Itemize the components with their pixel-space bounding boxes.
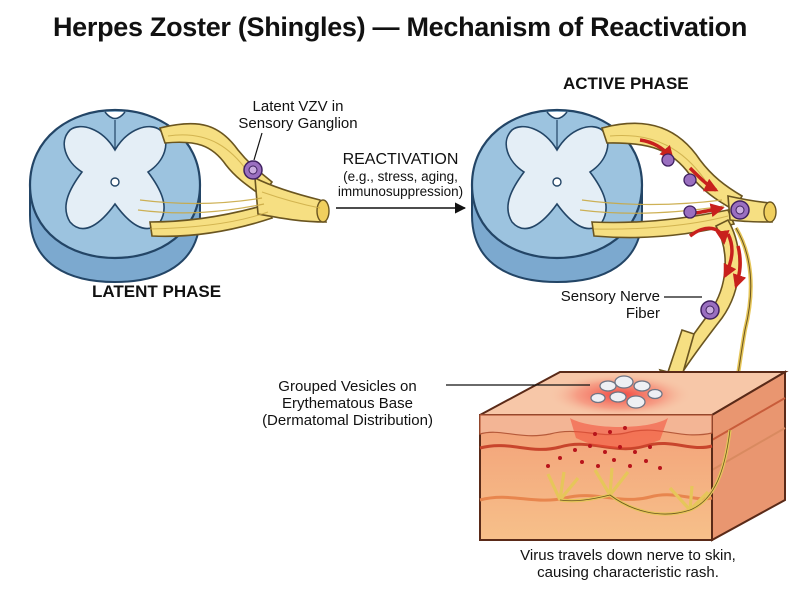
inflammation-dots	[546, 426, 662, 470]
latent-nerve-end	[316, 199, 330, 223]
latent-vzv-pointer	[253, 132, 263, 161]
active-nerve-end	[763, 201, 777, 223]
vesicles-label-line: Erythematous Base	[282, 395, 413, 412]
reactivation-causes: (e.g., stress, aging,	[343, 169, 458, 184]
virus-icon	[683, 173, 697, 187]
rash-inflammation	[570, 418, 668, 449]
latent-virus-icon	[243, 160, 263, 180]
latent-phase-label: LATENT PHASE	[92, 282, 222, 301]
latent-vzv-label-line: Latent VZV in	[252, 98, 344, 115]
latent-spinal-cord	[28, 108, 202, 284]
virus-icon	[661, 153, 675, 167]
vesicle	[614, 375, 634, 389]
latent-vzv-label: Latent VZV in Sensory Ganglion	[228, 98, 368, 132]
reactivation-causes: immunosuppression)	[337, 184, 464, 199]
reactivation-label: REACTIVATION (e.g., stress, aging, immun…	[318, 150, 483, 199]
latent-vzv-label-line: Sensory Ganglion	[238, 115, 358, 132]
active-phase-label: ACTIVE PHASE	[563, 74, 689, 93]
caption-line: causing characteristic rash.	[537, 564, 719, 581]
vesicle	[633, 380, 651, 392]
page-title: Herpes Zoster (Shingles) — Mechanism of …	[52, 12, 748, 42]
sensory-nerve-label-line: Fiber	[625, 305, 660, 322]
active-spinal-cord	[470, 108, 644, 284]
vesicle	[626, 395, 646, 409]
vesicle	[590, 392, 606, 404]
vesicle	[647, 388, 663, 400]
latent-spinal-nerve	[254, 176, 328, 223]
vesicles-label: Grouped Vesicles on Erythematous Base (D…	[250, 378, 445, 429]
active-red-arrows	[639, 138, 747, 289]
virus-icon	[683, 205, 697, 219]
latent-ventral-root	[149, 204, 274, 238]
caption: Virus travels down nerve to skin, causin…	[478, 547, 778, 581]
vesicles-label-line: (Dermatomal Distribution)	[262, 412, 433, 429]
vesicle-cluster	[590, 375, 663, 409]
active-virus-icons	[661, 153, 750, 320]
vesicle	[599, 380, 617, 392]
skin-block	[479, 370, 789, 542]
latent-cord-notch	[104, 111, 126, 120]
sensory-nerve-label: Sensory Nerve Fiber	[520, 288, 660, 322]
sensory-nerve-label-line: Sensory Nerve	[560, 288, 660, 305]
vesicle	[609, 391, 627, 403]
vesicles-label-line: Grouped Vesicles on	[278, 378, 417, 395]
caption-line: Virus travels down nerve to skin,	[520, 547, 736, 564]
active-central-canal	[552, 177, 562, 187]
dermis-boundary	[479, 441, 713, 451]
reactivation-title: REACTIVATION	[342, 151, 459, 168]
latent-nerve	[137, 122, 330, 238]
active-cord-notch	[546, 111, 568, 120]
latent-central-canal	[110, 177, 120, 187]
